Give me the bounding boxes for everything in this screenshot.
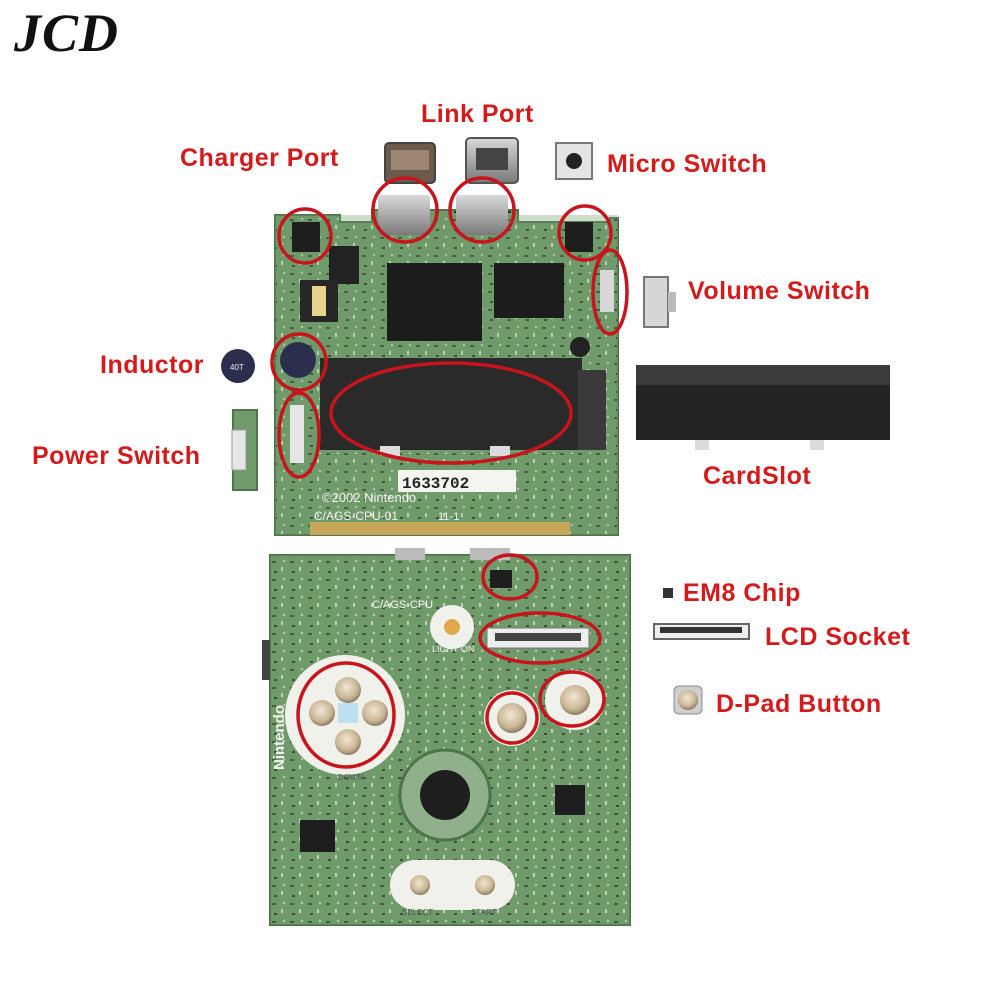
- callout-circle-a: [538, 670, 606, 728]
- callout-circle-power: [277, 391, 321, 479]
- label-volume-switch: Volume Switch: [688, 277, 871, 305]
- label-link-port: Link Port: [421, 100, 534, 128]
- label-power-switch: Power Switch: [32, 442, 201, 470]
- cpu-board: 1633702 ©2002 Nintendo C/AGS-CPU-01 11-1: [274, 195, 619, 536]
- board-rev: 11-1: [438, 511, 459, 523]
- callout-circle-dpad: [296, 661, 396, 769]
- board-copyright: ©2002 Nintendo: [322, 490, 416, 505]
- loose-parts-lower: [653, 588, 750, 715]
- nintendo-vertical-text: Nintendo: [271, 705, 288, 770]
- loose-parts-upper: 40T: [221, 137, 890, 491]
- callout-circle-cardslot: [329, 361, 573, 465]
- callout-circle-link: [448, 176, 516, 244]
- callout-circle-inductor: [270, 332, 328, 392]
- brand-logo: JCD: [14, 3, 120, 63]
- em8-chip-part: [663, 588, 673, 598]
- start-text: START: [471, 908, 497, 917]
- callout-circle-micro-left: [277, 207, 333, 265]
- callout-circle-volume: [591, 248, 629, 336]
- label-card-slot: CardSlot: [703, 462, 812, 490]
- lower-board-model: C/AGS-CPU: [372, 599, 433, 611]
- select-text: SELECT: [402, 908, 433, 917]
- callout-circles: [270, 176, 629, 769]
- label-charger-port: Charger Port: [180, 144, 339, 172]
- label-em8-chip: EM8 Chip: [683, 579, 801, 607]
- label-dpad-button: D-Pad Button: [716, 690, 882, 718]
- callout-circle-lcd: [478, 611, 602, 665]
- label-micro-switch: Micro Switch: [607, 150, 768, 178]
- down-text: DOWN: [338, 773, 364, 782]
- volume-switch-part: [643, 276, 669, 328]
- button-board: Nintendo C/AGS-CPU LIGHT ON DOWN SELECT …: [262, 548, 631, 926]
- callout-circle-em8: [481, 553, 539, 601]
- serial-sticker: 1633702: [402, 475, 469, 493]
- board-model: C/AGS-CPU-01: [314, 509, 398, 523]
- light-on-text: LIGHT ON: [432, 644, 474, 654]
- callout-circle-b: [485, 691, 539, 745]
- callout-circle-micro-right: [557, 204, 613, 262]
- micro-switch-part: [555, 142, 593, 180]
- label-inductor: Inductor: [100, 351, 204, 379]
- callout-circle-charger: [371, 176, 439, 244]
- inductor-part: [221, 349, 255, 383]
- label-lcd-socket: LCD Socket: [765, 623, 911, 651]
- svg-text:40T: 40T: [230, 363, 244, 372]
